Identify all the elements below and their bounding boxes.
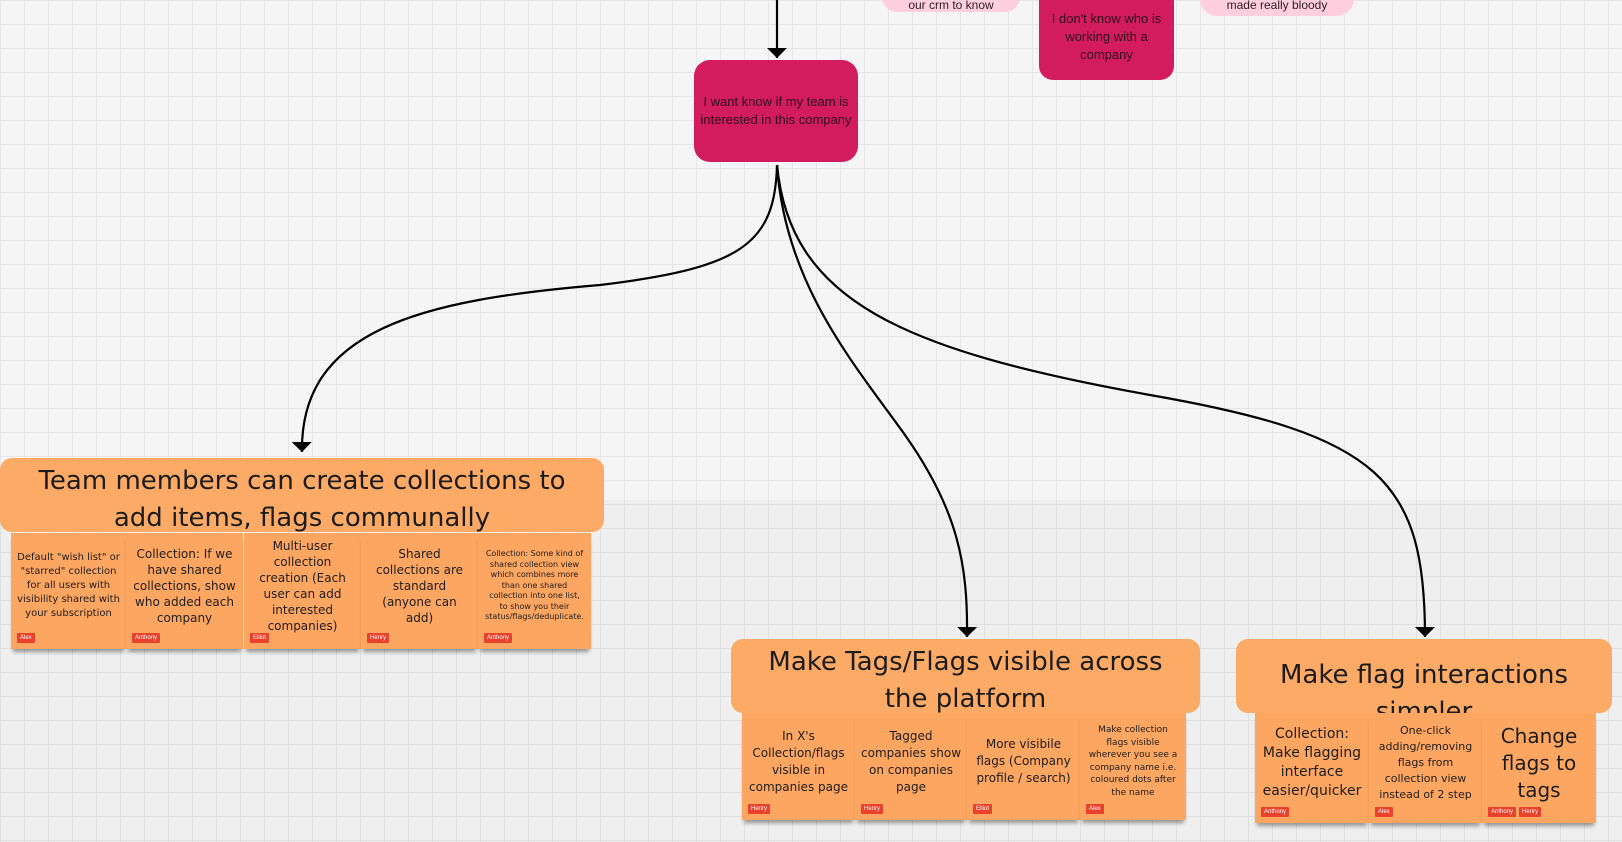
group-title: Make flag interactions simpler xyxy=(1280,660,1568,713)
author-tag: Anthony xyxy=(132,633,161,643)
pink-note[interactable]: made really bloody xyxy=(1200,0,1354,16)
author-tag: Elliot xyxy=(250,633,270,643)
group-header-collections[interactable]: Team members can create collections to a… xyxy=(0,458,604,532)
author-tag: Henry xyxy=(861,804,884,814)
group-header-flag-interactions[interactable]: Make flag interactions simpler xyxy=(1236,639,1612,713)
sticky-note-text: Collection: Make flagging interface easi… xyxy=(1262,726,1362,799)
sticky-note-text: More visibile flags (Company profile / s… xyxy=(976,737,1071,785)
sticky-note[interactable]: Shared collections are standard (anyone … xyxy=(361,533,478,649)
sticky-note-text: Tagged companies show on companies page xyxy=(861,728,962,794)
sticky-note[interactable]: Collection: Make flagging interface easi… xyxy=(1255,713,1369,823)
author-tag: Anthony xyxy=(1261,807,1290,817)
connector-arrow-to-tags-visible xyxy=(775,164,978,638)
sticky-note[interactable]: Make collection flags visible wherever y… xyxy=(1080,713,1186,820)
sticky-note-text: Default "wish list" or "starred" collect… xyxy=(17,552,120,619)
group-header-tags-visible[interactable]: Make Tags/Flags visible across the platf… xyxy=(731,639,1200,713)
sticky-note-text: In X's Collection/flags visible in compa… xyxy=(749,728,848,794)
sticky-note-text: Multi-user collection creation (Each use… xyxy=(259,539,346,633)
sticky-note[interactable]: Collection: If we have shared collection… xyxy=(126,533,243,649)
author-tag: Alex xyxy=(1375,807,1393,817)
author-tag: Henry xyxy=(367,633,390,643)
author-tags: Elliot xyxy=(973,804,993,814)
author-tag: Anthony xyxy=(484,633,513,643)
sticky-note[interactable]: Default "wish list" or "starred" collect… xyxy=(11,533,126,649)
author-tag: Anthony xyxy=(1488,807,1517,817)
problem-card[interactable]: I want know if my team is interested in … xyxy=(694,60,858,162)
sticky-note-text: One-click adding/removing flags from col… xyxy=(1378,724,1473,801)
problem-card-secondary[interactable]: I don't know who is working with a compa… xyxy=(1039,0,1174,80)
sticky-note-text: Collection: If we have shared collection… xyxy=(133,547,236,625)
sticky-note[interactable]: Change flags to tags Anthony Henry xyxy=(1482,713,1596,823)
connector-arrow-to-collections xyxy=(291,164,779,453)
author-tags: Henry xyxy=(367,633,390,643)
author-tags: Anthony xyxy=(484,633,513,643)
author-tag: Alex xyxy=(17,633,35,643)
sticky-note[interactable]: In X's Collection/flags visible in compa… xyxy=(742,713,855,820)
problem-card-text: I don't know who is working with a compa… xyxy=(1051,11,1162,62)
connector-arrow-to-flag-interactions xyxy=(775,164,1435,638)
sticky-note-text: Shared collections are standard (anyone … xyxy=(375,547,464,625)
sticky-note-text: Collection: Some kind of shared collecti… xyxy=(485,549,584,622)
pink-note-text: made really bloody xyxy=(1226,0,1328,12)
pink-note[interactable]: our crm to know xyxy=(882,0,1020,12)
author-tags: Anthony Henry xyxy=(1488,807,1542,817)
author-tags: Alex xyxy=(1375,807,1393,817)
problem-card-text: I want know if my team is interested in … xyxy=(700,94,852,127)
sticky-note[interactable]: More visibile flags (Company profile / s… xyxy=(967,713,1080,820)
author-tags: Alex xyxy=(17,633,35,643)
sticky-note-text: Make collection flags visible wherever y… xyxy=(1088,725,1178,798)
author-tag: Henry xyxy=(1519,807,1542,817)
author-tag: Henry xyxy=(748,804,771,814)
author-tags: Henry xyxy=(861,804,884,814)
author-tags: Anthony xyxy=(1261,807,1290,817)
author-tags: Elliot xyxy=(250,633,270,643)
sticky-note[interactable]: Multi-user collection creation (Each use… xyxy=(244,533,361,649)
group-title: Make Tags/Flags visible across the platf… xyxy=(768,647,1163,713)
sticky-note[interactable]: Tagged companies show on companies page … xyxy=(855,713,967,820)
sticky-note-text: Change flags to tags xyxy=(1500,723,1578,802)
author-tags: Anthony xyxy=(132,633,161,643)
group-title: Team members can create collections to a… xyxy=(38,466,566,532)
author-tag: Elliot xyxy=(973,804,993,814)
author-tag: Alex xyxy=(1086,804,1104,814)
sticky-note[interactable]: Collection: Some kind of shared collecti… xyxy=(478,533,591,649)
sticky-note[interactable]: One-click adding/removing flags from col… xyxy=(1369,713,1482,823)
author-tags: Alex xyxy=(1086,804,1104,814)
author-tags: Henry xyxy=(748,804,771,814)
pink-note-text: our crm to know xyxy=(908,0,994,12)
